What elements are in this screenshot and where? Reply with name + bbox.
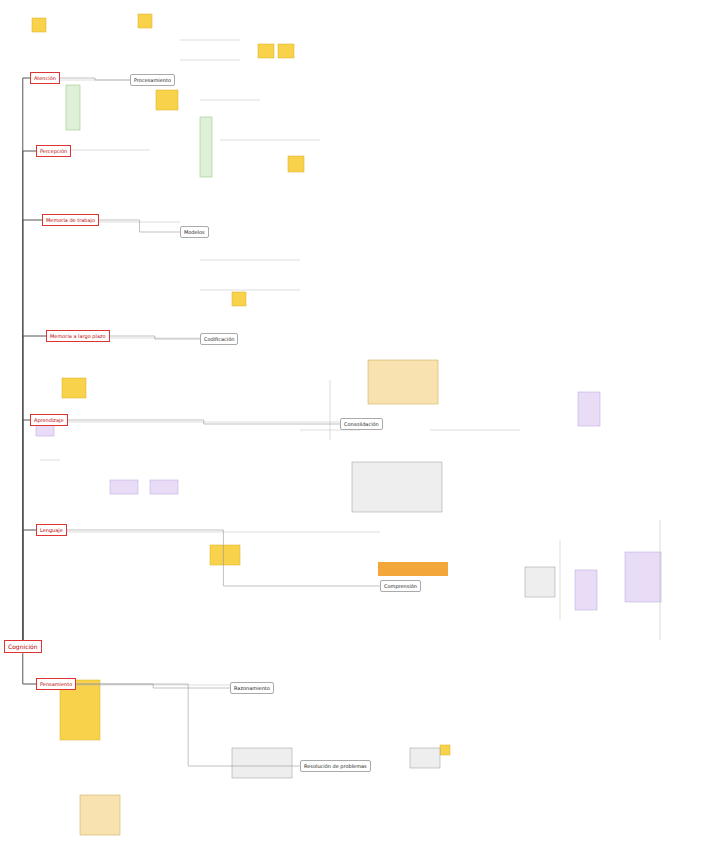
topic-box: Atención (30, 72, 60, 84)
connector (23, 78, 30, 640)
branch-box: Razonamiento (230, 682, 274, 694)
topic-box: Lenguaje (36, 524, 67, 536)
topic-box: Pensamiento (36, 678, 76, 690)
node-text: Memoria a largo plazo (50, 333, 106, 339)
node-text: Memoria de trabajo (46, 217, 95, 223)
connector (60, 78, 130, 80)
connector (23, 151, 36, 640)
node-text: Pensamiento (40, 681, 72, 687)
topic-box: Memoria a largo plazo (46, 330, 110, 342)
node-text: Resolución de problemas (304, 763, 367, 769)
branch-box: Codificación (200, 333, 238, 345)
connector (99, 220, 180, 232)
topic-box: Aprendizaje (30, 414, 68, 426)
topic-box: Memoria de trabajo (42, 214, 99, 226)
connector (23, 653, 36, 684)
node-text: Cognición (8, 643, 38, 650)
connector (76, 684, 230, 688)
branch-box: Resolución de problemas (300, 760, 371, 772)
node-text: Razonamiento (234, 685, 270, 691)
node-text: Atención (34, 75, 56, 81)
branch-box: Comprensión (380, 580, 421, 592)
root-box: Cognición (4, 640, 42, 653)
branch-box: Modelos (180, 226, 209, 238)
node-text: Aprendizaje (34, 417, 64, 423)
connector (68, 420, 340, 424)
node-text: Percepción (40, 148, 67, 154)
node-text: Lenguaje (40, 527, 63, 533)
node-text: Consolidación (344, 421, 379, 427)
connector (23, 336, 46, 640)
connector (23, 220, 42, 640)
branch-box: Consolidación (340, 418, 383, 430)
connector (23, 530, 36, 640)
node-text: Modelos (184, 229, 205, 235)
topic-box: Percepción (36, 145, 71, 157)
connector (110, 336, 200, 339)
branch-box: Procesamiento (130, 74, 175, 86)
node-text: Procesamiento (134, 77, 171, 83)
node-text: Codificación (204, 336, 234, 342)
node-text: Comprensión (384, 583, 417, 589)
connector (67, 530, 380, 586)
connector (76, 684, 300, 766)
